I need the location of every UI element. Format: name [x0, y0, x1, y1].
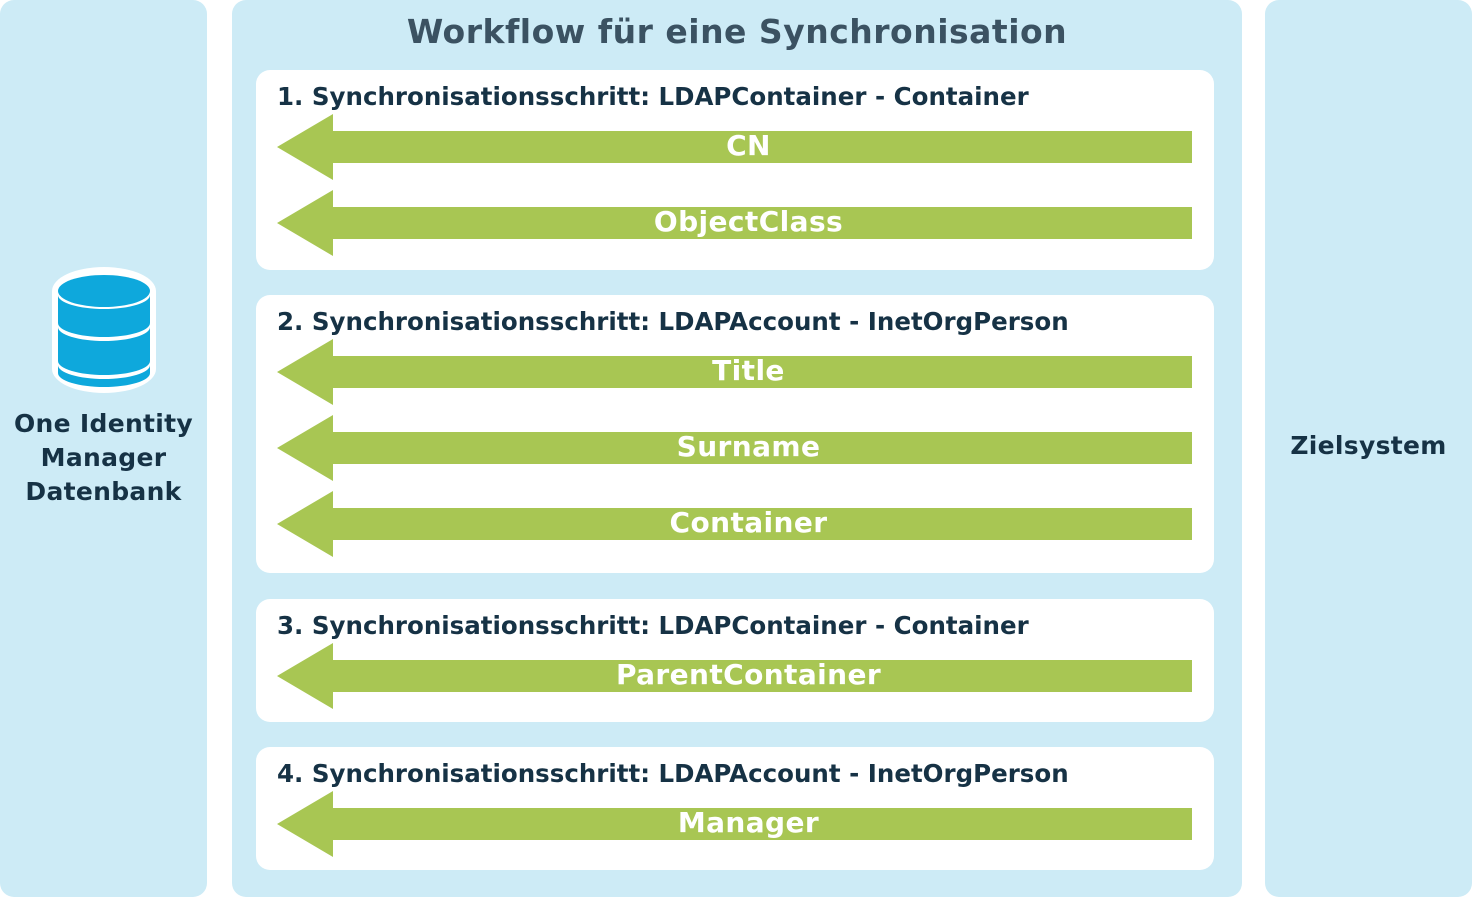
sync-step-box: 3. Synchronisationsschritt: LDAPContaine… [256, 599, 1214, 722]
mapping-arrow: Surname [277, 415, 1192, 481]
left-arrow-icon [277, 491, 1192, 557]
source-system-panel: One Identity Manager Datenbank [0, 0, 207, 897]
mapping-arrow: Title [277, 339, 1192, 405]
mapping-arrow: ObjectClass [277, 190, 1192, 256]
sync-step-title: 2. Synchronisationsschritt: LDAPAccount … [277, 307, 1069, 336]
sync-step-box: 4. Synchronisationsschritt: LDAPAccount … [256, 747, 1214, 870]
sync-step-box: 2. Synchronisationsschritt: LDAPAccount … [256, 295, 1214, 573]
mapping-label: CN [726, 129, 771, 162]
sync-step-box: 1. Synchronisationsschritt: LDAPContaine… [256, 70, 1214, 270]
target-system-panel: Zielsystem [1265, 0, 1472, 897]
left-arrow-icon [277, 190, 1192, 256]
mapping-label: Manager [677, 806, 820, 839]
target-system-label: Zielsystem [1290, 431, 1447, 460]
sync-step-title: 3. Synchronisationsschritt: LDAPContaine… [277, 611, 1029, 640]
mapping-label: ParentContainer [615, 658, 882, 691]
database-label-line: Manager [40, 443, 167, 472]
left-arrow-icon [277, 114, 1192, 180]
mapping-arrow: CN [277, 114, 1192, 180]
database-icon [52, 267, 156, 393]
mapping-label: ObjectClass [653, 205, 844, 238]
mapping-label: Container [669, 506, 828, 539]
database-label-line: Datenbank [25, 477, 182, 506]
mapping-arrow: ParentContainer [277, 643, 1192, 709]
mapping-arrow: Manager [277, 791, 1192, 857]
left-arrow-icon [277, 339, 1192, 405]
workflow-panel: Workflow für eine Synchronisation 1. Syn… [232, 0, 1242, 897]
left-arrow-icon [277, 643, 1192, 709]
sync-step-title: 4. Synchronisationsschritt: LDAPAccount … [277, 759, 1069, 788]
diagram-title: Workflow für eine Synchronisation [406, 12, 1068, 51]
sync-step-title: 1. Synchronisationsschritt: LDAPContaine… [277, 82, 1029, 111]
mapping-arrow: Container [277, 491, 1192, 557]
database-label: One Identity Manager Datenbank [0, 407, 207, 509]
database-label-line: One Identity [13, 409, 194, 438]
left-arrow-icon [277, 415, 1192, 481]
mapping-label: Title [712, 354, 785, 387]
mapping-label: Surname [676, 430, 821, 463]
left-arrow-icon [277, 791, 1192, 857]
